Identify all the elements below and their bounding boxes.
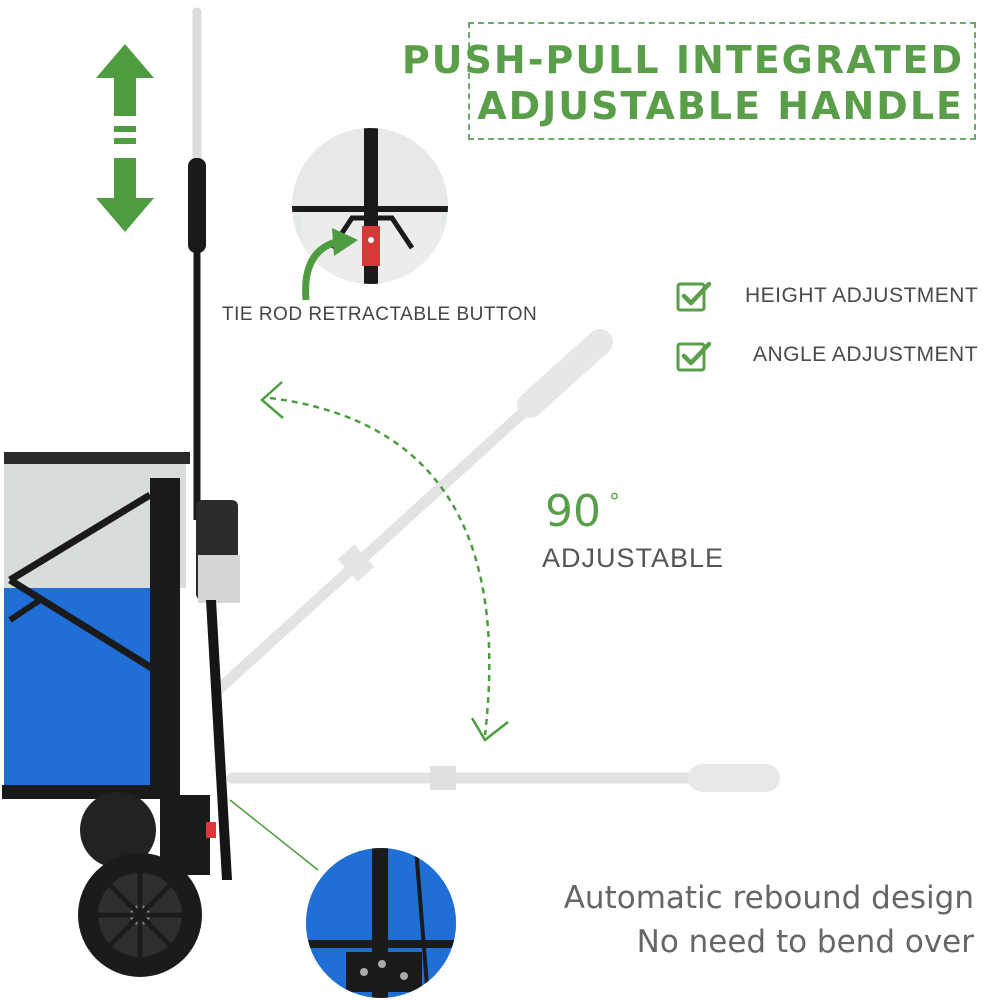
title-box: PUSH-PULL INTEGRATED ADJUSTABLE HANDLE: [402, 22, 976, 140]
angle-number: 90: [545, 486, 601, 537]
rebound-inset: [306, 848, 456, 998]
title-line-1: PUSH-PULL INTEGRATED: [401, 38, 964, 82]
check-icon: [676, 281, 712, 312]
tie-rod-label: TIE ROD RETRACTABLE BUTTON: [222, 304, 538, 325]
wagon-illustration: [2, 158, 240, 977]
vertical-double-arrow-icon: [96, 44, 154, 232]
angle-label: ADJUSTABLE: [542, 543, 725, 573]
feature-angle-adjustment: ANGLE ADJUSTMENT: [753, 343, 979, 366]
rebound-line-2: No need to bend over: [636, 924, 974, 960]
angle-value: 90 °: [545, 486, 620, 537]
curved-arrow-icon: [302, 228, 358, 301]
feature-height-adjustment: HEIGHT ADJUSTMENT: [745, 284, 979, 307]
title-line-2: ADJUSTABLE HANDLE: [477, 84, 964, 128]
check-icon: [676, 341, 712, 372]
angle-unit: °: [609, 490, 620, 515]
rebound-line-1: Automatic rebound design: [563, 880, 974, 916]
